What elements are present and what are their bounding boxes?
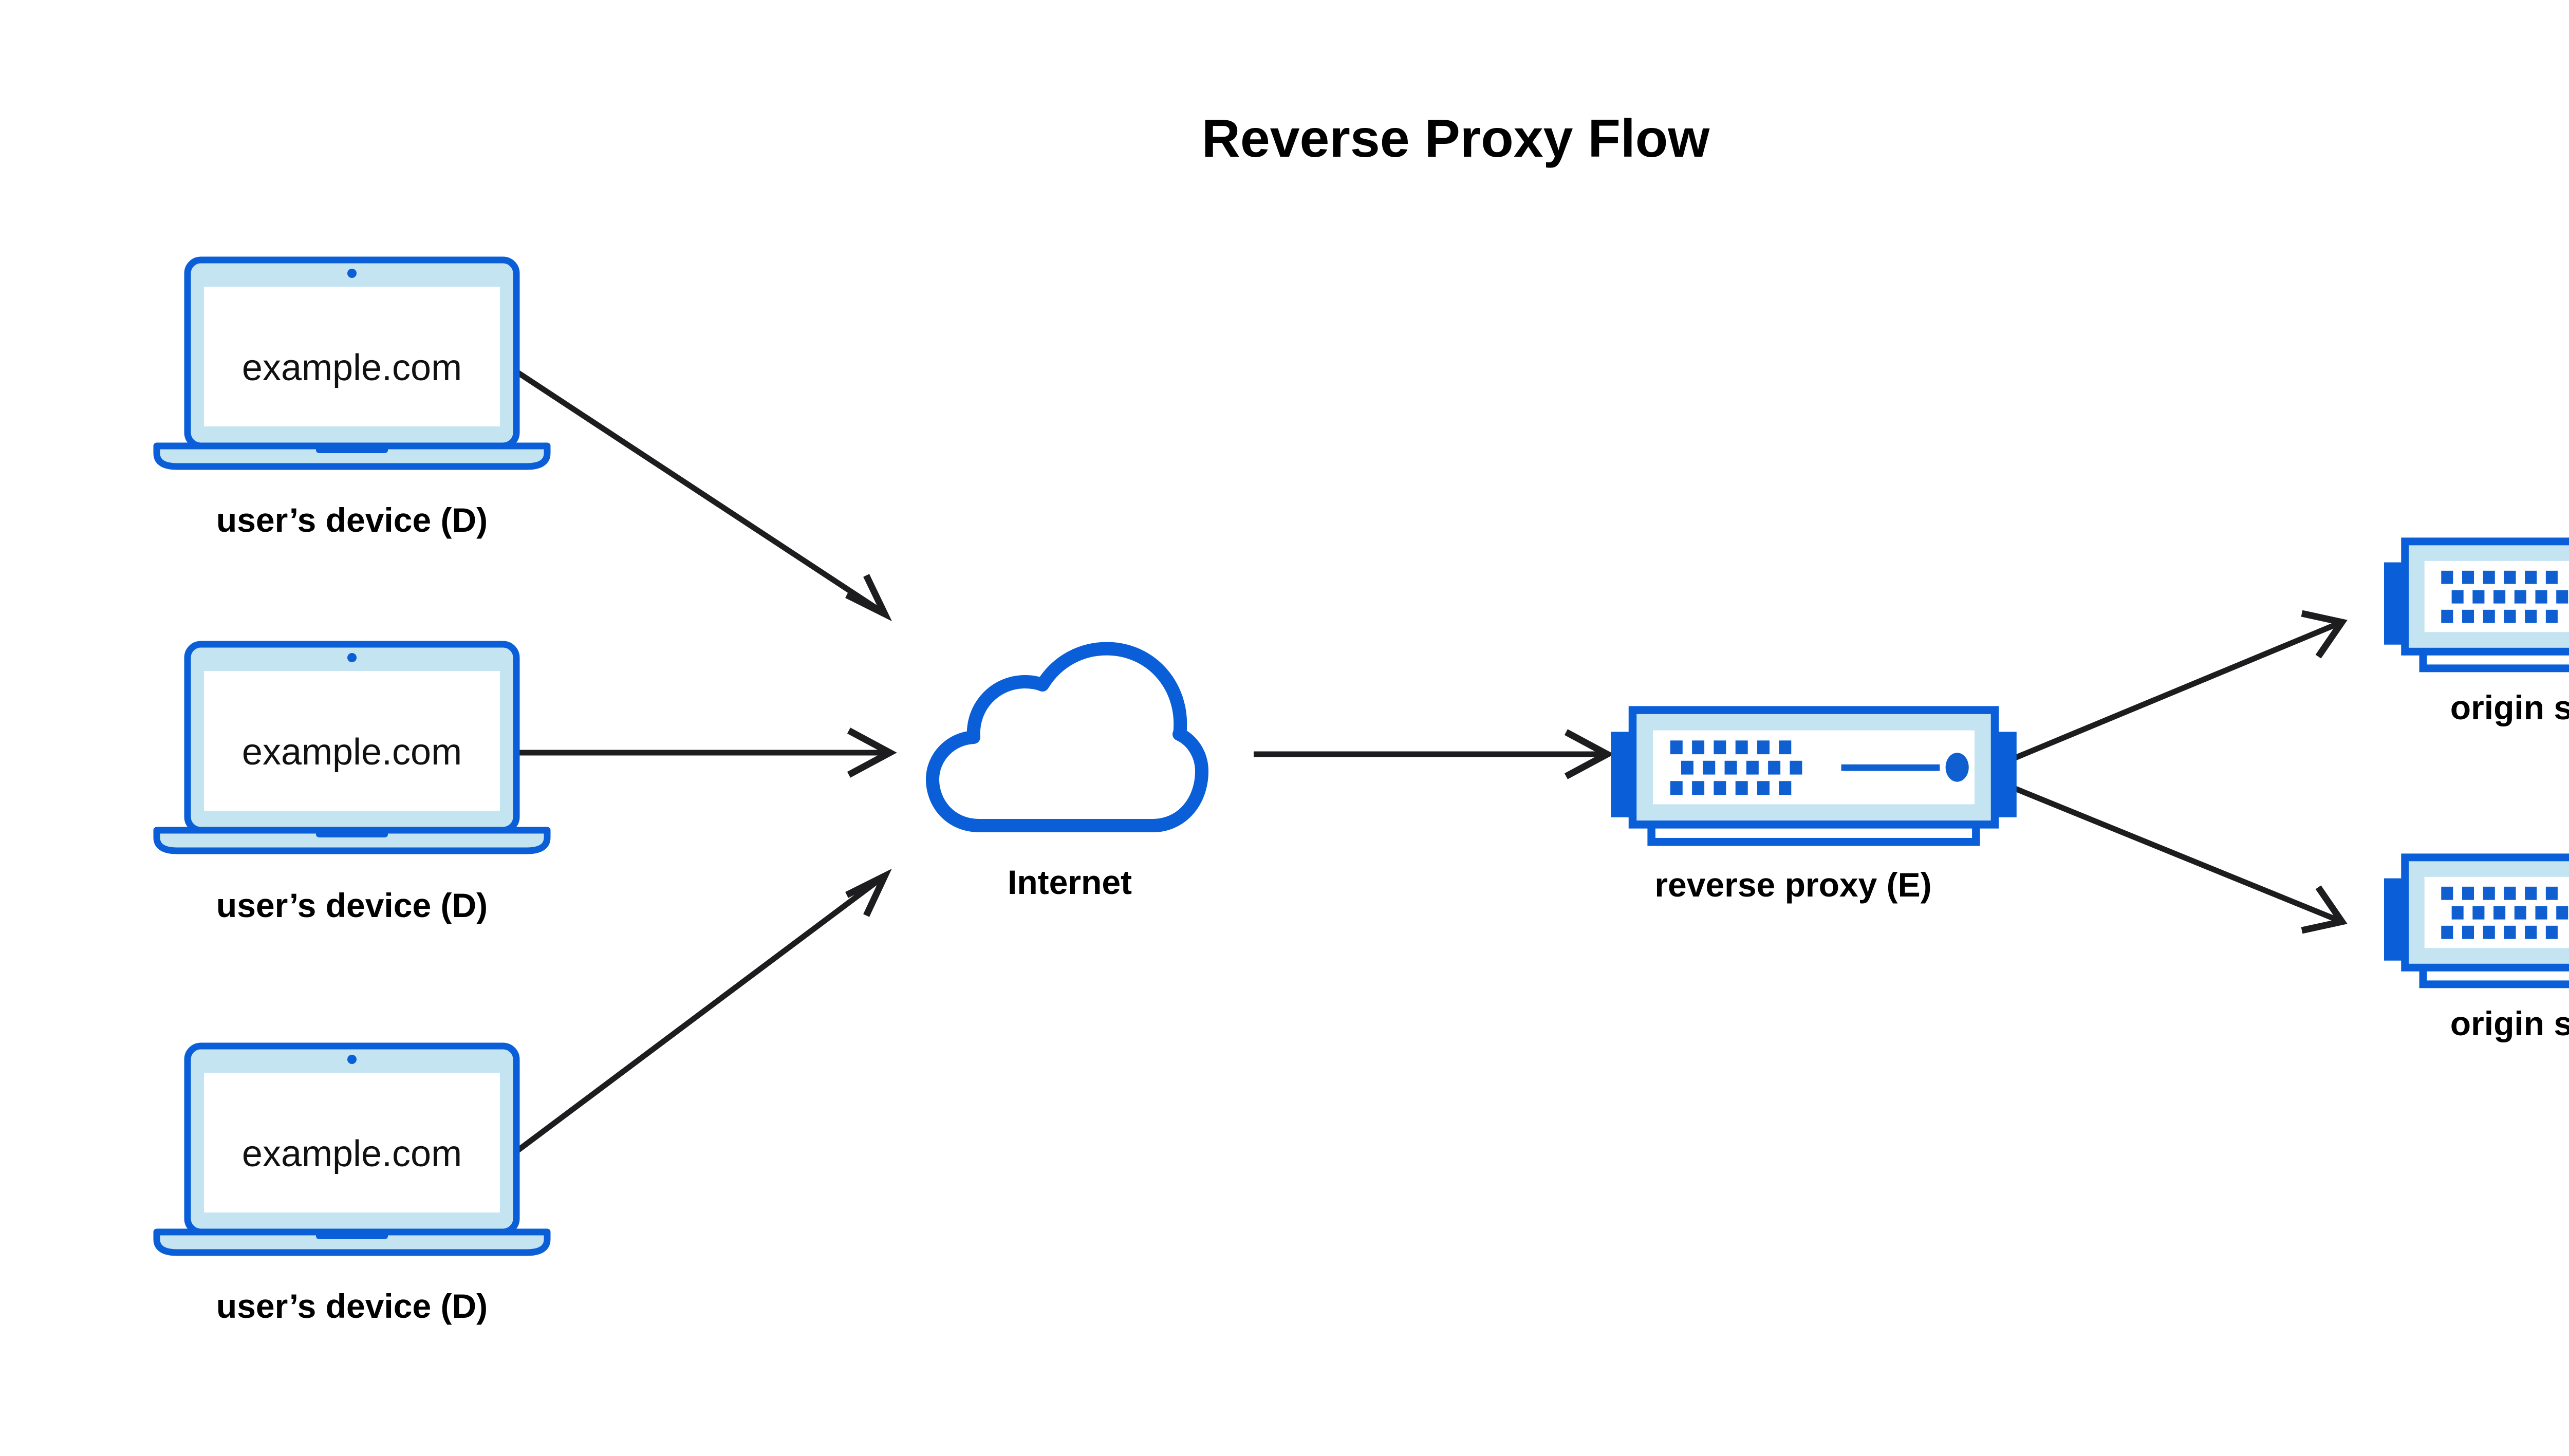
arrow-reverse-proxy-to-origin1 <box>2007 610 2348 763</box>
node-label-user-device-1: user’s device (D) <box>216 501 488 539</box>
connector-arrows <box>512 367 2348 1156</box>
device-screen-text: example.com <box>242 347 462 388</box>
arrow-reverse-proxy-to-origin2 <box>2007 783 2348 934</box>
node-user-device-3[interactable]: example.com user’s device (D) <box>157 1046 547 1325</box>
node-label-user-device-2: user’s device (D) <box>216 886 488 924</box>
server-icon <box>2384 542 2569 668</box>
node-label-user-device-3: user’s device (D) <box>216 1287 488 1325</box>
server-icon <box>2384 857 2569 984</box>
page-title: Reverse Proxy Flow <box>1202 109 1710 169</box>
node-user-device-2[interactable]: example.com user’s device (D) <box>157 644 547 924</box>
device-screen-text: example.com <box>242 1133 462 1174</box>
arrow-device2-to-internet <box>514 727 897 778</box>
server-icon <box>1611 710 2017 842</box>
node-internet[interactable]: Internet <box>933 649 1202 901</box>
arrow-device3-to-internet <box>512 868 892 1156</box>
node-label-internet: Internet <box>1008 863 1132 901</box>
arrow-device1-to-internet <box>512 367 892 622</box>
node-reverse-proxy[interactable]: reverse proxy (E) <box>1611 710 2017 904</box>
node-label-origin-server-1: origin server (F) <box>2450 688 2569 726</box>
node-origin-server-2[interactable]: origin server (F) <box>2384 857 2569 1042</box>
node-origin-server-1[interactable]: origin server (F) <box>2384 542 2569 726</box>
node-user-device-1[interactable]: example.com user’s device (D) <box>157 260 547 539</box>
device-screen-text: example.com <box>242 732 462 773</box>
node-label-origin-server-2: origin server (F) <box>2450 1004 2569 1042</box>
cloud-icon <box>933 649 1202 826</box>
node-label-reverse-proxy: reverse proxy (E) <box>1654 866 1931 904</box>
arrow-internet-to-reverse-proxy <box>1254 729 1614 779</box>
